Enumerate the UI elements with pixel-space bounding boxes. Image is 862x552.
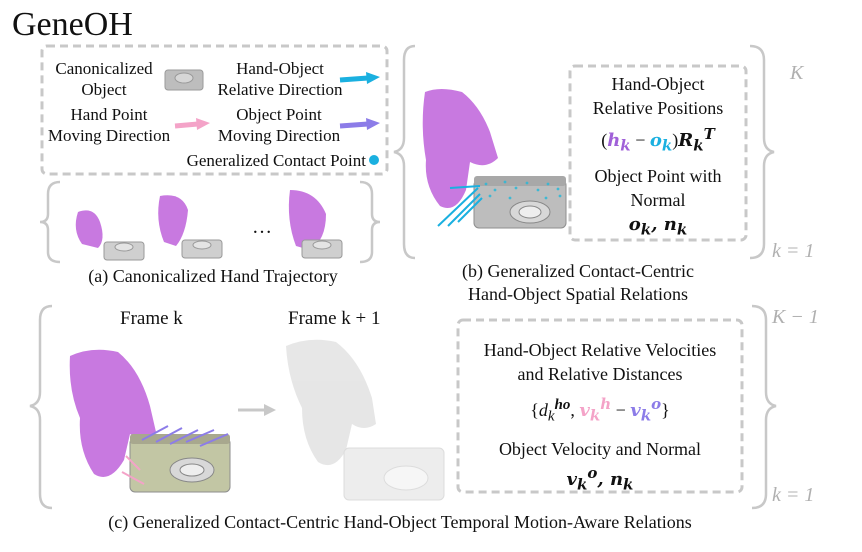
panel-b-sub-2: Normal <box>630 189 686 210</box>
legend-canonicalized-object: Canonicalized Object <box>55 59 153 99</box>
hand-camera-spatial-illustration <box>422 89 567 229</box>
legend-hand-point-dir: Hand Point Moving Direction <box>47 105 171 145</box>
panel-b-formula2: ok, nk <box>628 213 688 239</box>
panel-b-range-bottom: k = 1 <box>772 240 815 262</box>
panel-c-formula2: vko, nk <box>566 463 634 494</box>
cyan-arrow-icon <box>339 72 380 84</box>
brace-b-left <box>393 44 416 260</box>
panel-b-box-text: Hand-Object Relative Positions (hk − ok)… <box>572 72 744 241</box>
panel-b-range-top: K <box>790 62 804 84</box>
brace-a-left <box>39 180 61 264</box>
panel-c-box-text: Hand-Object Relative Velocities and Rela… <box>460 338 740 496</box>
panel-c-title-1: Hand-Object Relative Velocities <box>483 340 717 360</box>
panel-b-title-1: Hand-Object <box>611 74 705 94</box>
caption-a: (a) Canonicalized Hand Trajectory <box>88 266 338 286</box>
contact-point-icon <box>369 155 379 165</box>
caption-b-line-2: Hand-Object Spatial Relations <box>468 284 688 304</box>
legend-object-point-dir: Object Point Moving Direction <box>217 105 341 145</box>
panel-c-range-top: K − 1 <box>772 306 819 328</box>
gray-arrow-icon <box>238 404 276 416</box>
panel-c-title-2: and Relative Distances <box>517 364 683 384</box>
brace-c-right <box>751 304 777 510</box>
legend-relative-direction: Hand-Object Relative Direction <box>217 59 343 99</box>
pink-arrow-icon <box>174 118 210 130</box>
hand-trajectory-frames <box>75 190 343 261</box>
page-title: GeneOH <box>12 6 133 43</box>
panel-c-range-bottom: k = 1 <box>772 484 815 506</box>
panel-b-formula: (hk − ok)RkT <box>601 125 715 155</box>
camera-legend-icon <box>164 69 204 91</box>
legend-contact-point: Generalized Contact Point <box>186 151 366 170</box>
panel-b-title-2: Relative Positions <box>592 98 724 118</box>
panel-c-sub: Object Velocity and Normal <box>498 438 702 459</box>
panel-c-formula: {dkho, vkh − vko} <box>530 395 670 425</box>
purple-arrow-icon <box>339 118 380 130</box>
hand-camera-frame-k <box>69 349 231 493</box>
caption-b-line-1: (b) Generalized Contact-Centric <box>462 261 694 281</box>
brace-b-right <box>749 44 775 260</box>
hand-camera-frame-k1 <box>286 339 445 501</box>
panel-b-sub-1: Object Point with <box>594 165 722 186</box>
brace-a-right <box>359 180 381 264</box>
ellipsis: … <box>252 216 272 238</box>
panel-b-box <box>568 64 748 242</box>
caption-b: (b) Generalized Contact-Centric Hand-Obj… <box>406 260 750 306</box>
frame-k1-label: Frame k + 1 <box>288 308 381 329</box>
brace-c-left <box>29 304 53 510</box>
frame-k-label: Frame k <box>120 308 183 329</box>
caption-c: (c) Generalized Contact-Centric Hand-Obj… <box>108 512 692 532</box>
panel-c-box <box>456 318 744 494</box>
